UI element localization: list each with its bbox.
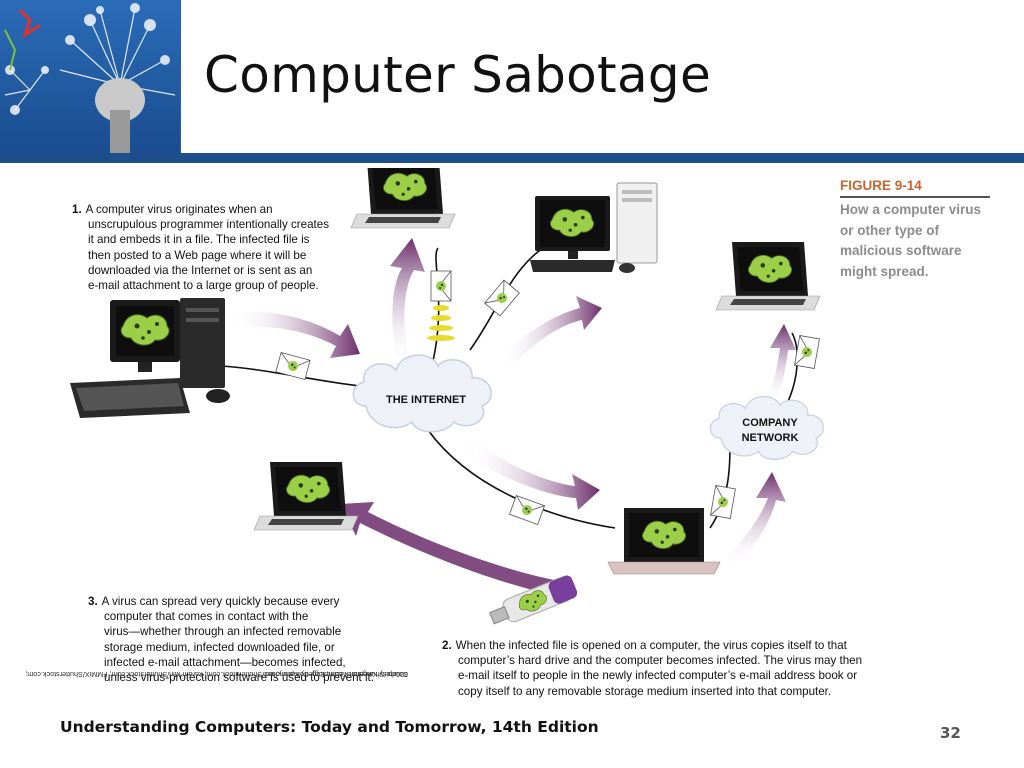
virus-spread-figure: THE INTERNET COMPANY NETWORK 1.A compute… (25, 168, 1005, 699)
company-network-label-1: COMPANY (742, 417, 798, 429)
logo-image (0, 0, 180, 155)
page-number: 32 (940, 724, 961, 742)
laptop-top-icon (351, 168, 455, 228)
step-1-line: e-mail attachment to a large group of pe… (88, 279, 319, 293)
infected-email-icon (430, 270, 452, 302)
header-accent-bar (0, 153, 1024, 163)
infected-email-icon (508, 494, 546, 526)
slide-title: Computer Sabotage (204, 46, 712, 104)
step-3-line: unless virus-protection software is used… (104, 671, 375, 685)
step-3-line: infected e-mail attachment—becomes infec… (104, 655, 346, 669)
internet-cloud-label: THE INTERNET (386, 394, 466, 406)
step-1-line: then posted to a Web page where it will … (88, 248, 307, 262)
step-3-line: A virus can spread very quickly because … (101, 595, 340, 608)
step-2-line: When the infected file is opened on a co… (455, 639, 847, 652)
step-3-text: 3.A virus can spread very quickly becaus… (88, 594, 374, 685)
step-1-line: A computer virus originates when an (85, 203, 273, 216)
photo-credit: 300dpi/Shutterstock.com; Evgeny Karandae… (25, 298, 408, 679)
desktop-computer-top-icon (530, 182, 658, 273)
step-1-text: 1.A computer virus originates when an un… (72, 202, 329, 293)
infected-email-icon (484, 279, 520, 317)
step-1-number: 1. (72, 203, 82, 216)
usb-drive-icon (489, 575, 578, 625)
infected-email-icon (275, 351, 311, 381)
laptop-bottom-left-icon (254, 462, 358, 530)
laptop-right-icon (716, 242, 820, 310)
desktop-computer-left-icon (70, 298, 230, 418)
step-1-line: it and embeds it in a file. The infected… (88, 233, 310, 247)
figure-label-rule (840, 196, 990, 198)
step-3-line: virus—whether through an infected remova… (104, 625, 342, 639)
photo-credit-line: Courtesy Kingston Technology Company, In… (263, 670, 408, 679)
figure-label: FIGURE 9-14 (840, 178, 922, 193)
step-3-line: storage medium, infected downloaded file… (104, 640, 335, 654)
figure-caption: How a computer virus or other type of ma… (840, 202, 982, 279)
step-2-line: computer’s hard drive and the computer b… (458, 654, 863, 668)
laptop-bottom-center-icon (607, 508, 721, 575)
step-1-line: unscrupulous programmer intentionally cr… (88, 218, 330, 232)
header-divider (180, 0, 181, 155)
step-2-number: 2. (442, 639, 452, 652)
step-2-line: e-mail itself to people in the newly inf… (458, 669, 858, 683)
infected-email-icon (794, 334, 820, 370)
slide-footer: Understanding Computers: Today and Tomor… (60, 718, 599, 736)
step-1-line: downloaded via the Internet or is sent a… (88, 263, 313, 277)
figure-diagram: THE INTERNET COMPANY NETWORK (70, 168, 825, 625)
infected-email-icon (710, 484, 736, 520)
step-3-line: computer that comes in contact with the (104, 610, 309, 624)
step-2-line: copy itself to any removable storage med… (458, 684, 832, 698)
company-network-label-2: NETWORK (742, 432, 799, 444)
step-3-number: 3. (88, 595, 98, 608)
step-2-text: 2.When the infected file is opened on a … (442, 638, 862, 699)
